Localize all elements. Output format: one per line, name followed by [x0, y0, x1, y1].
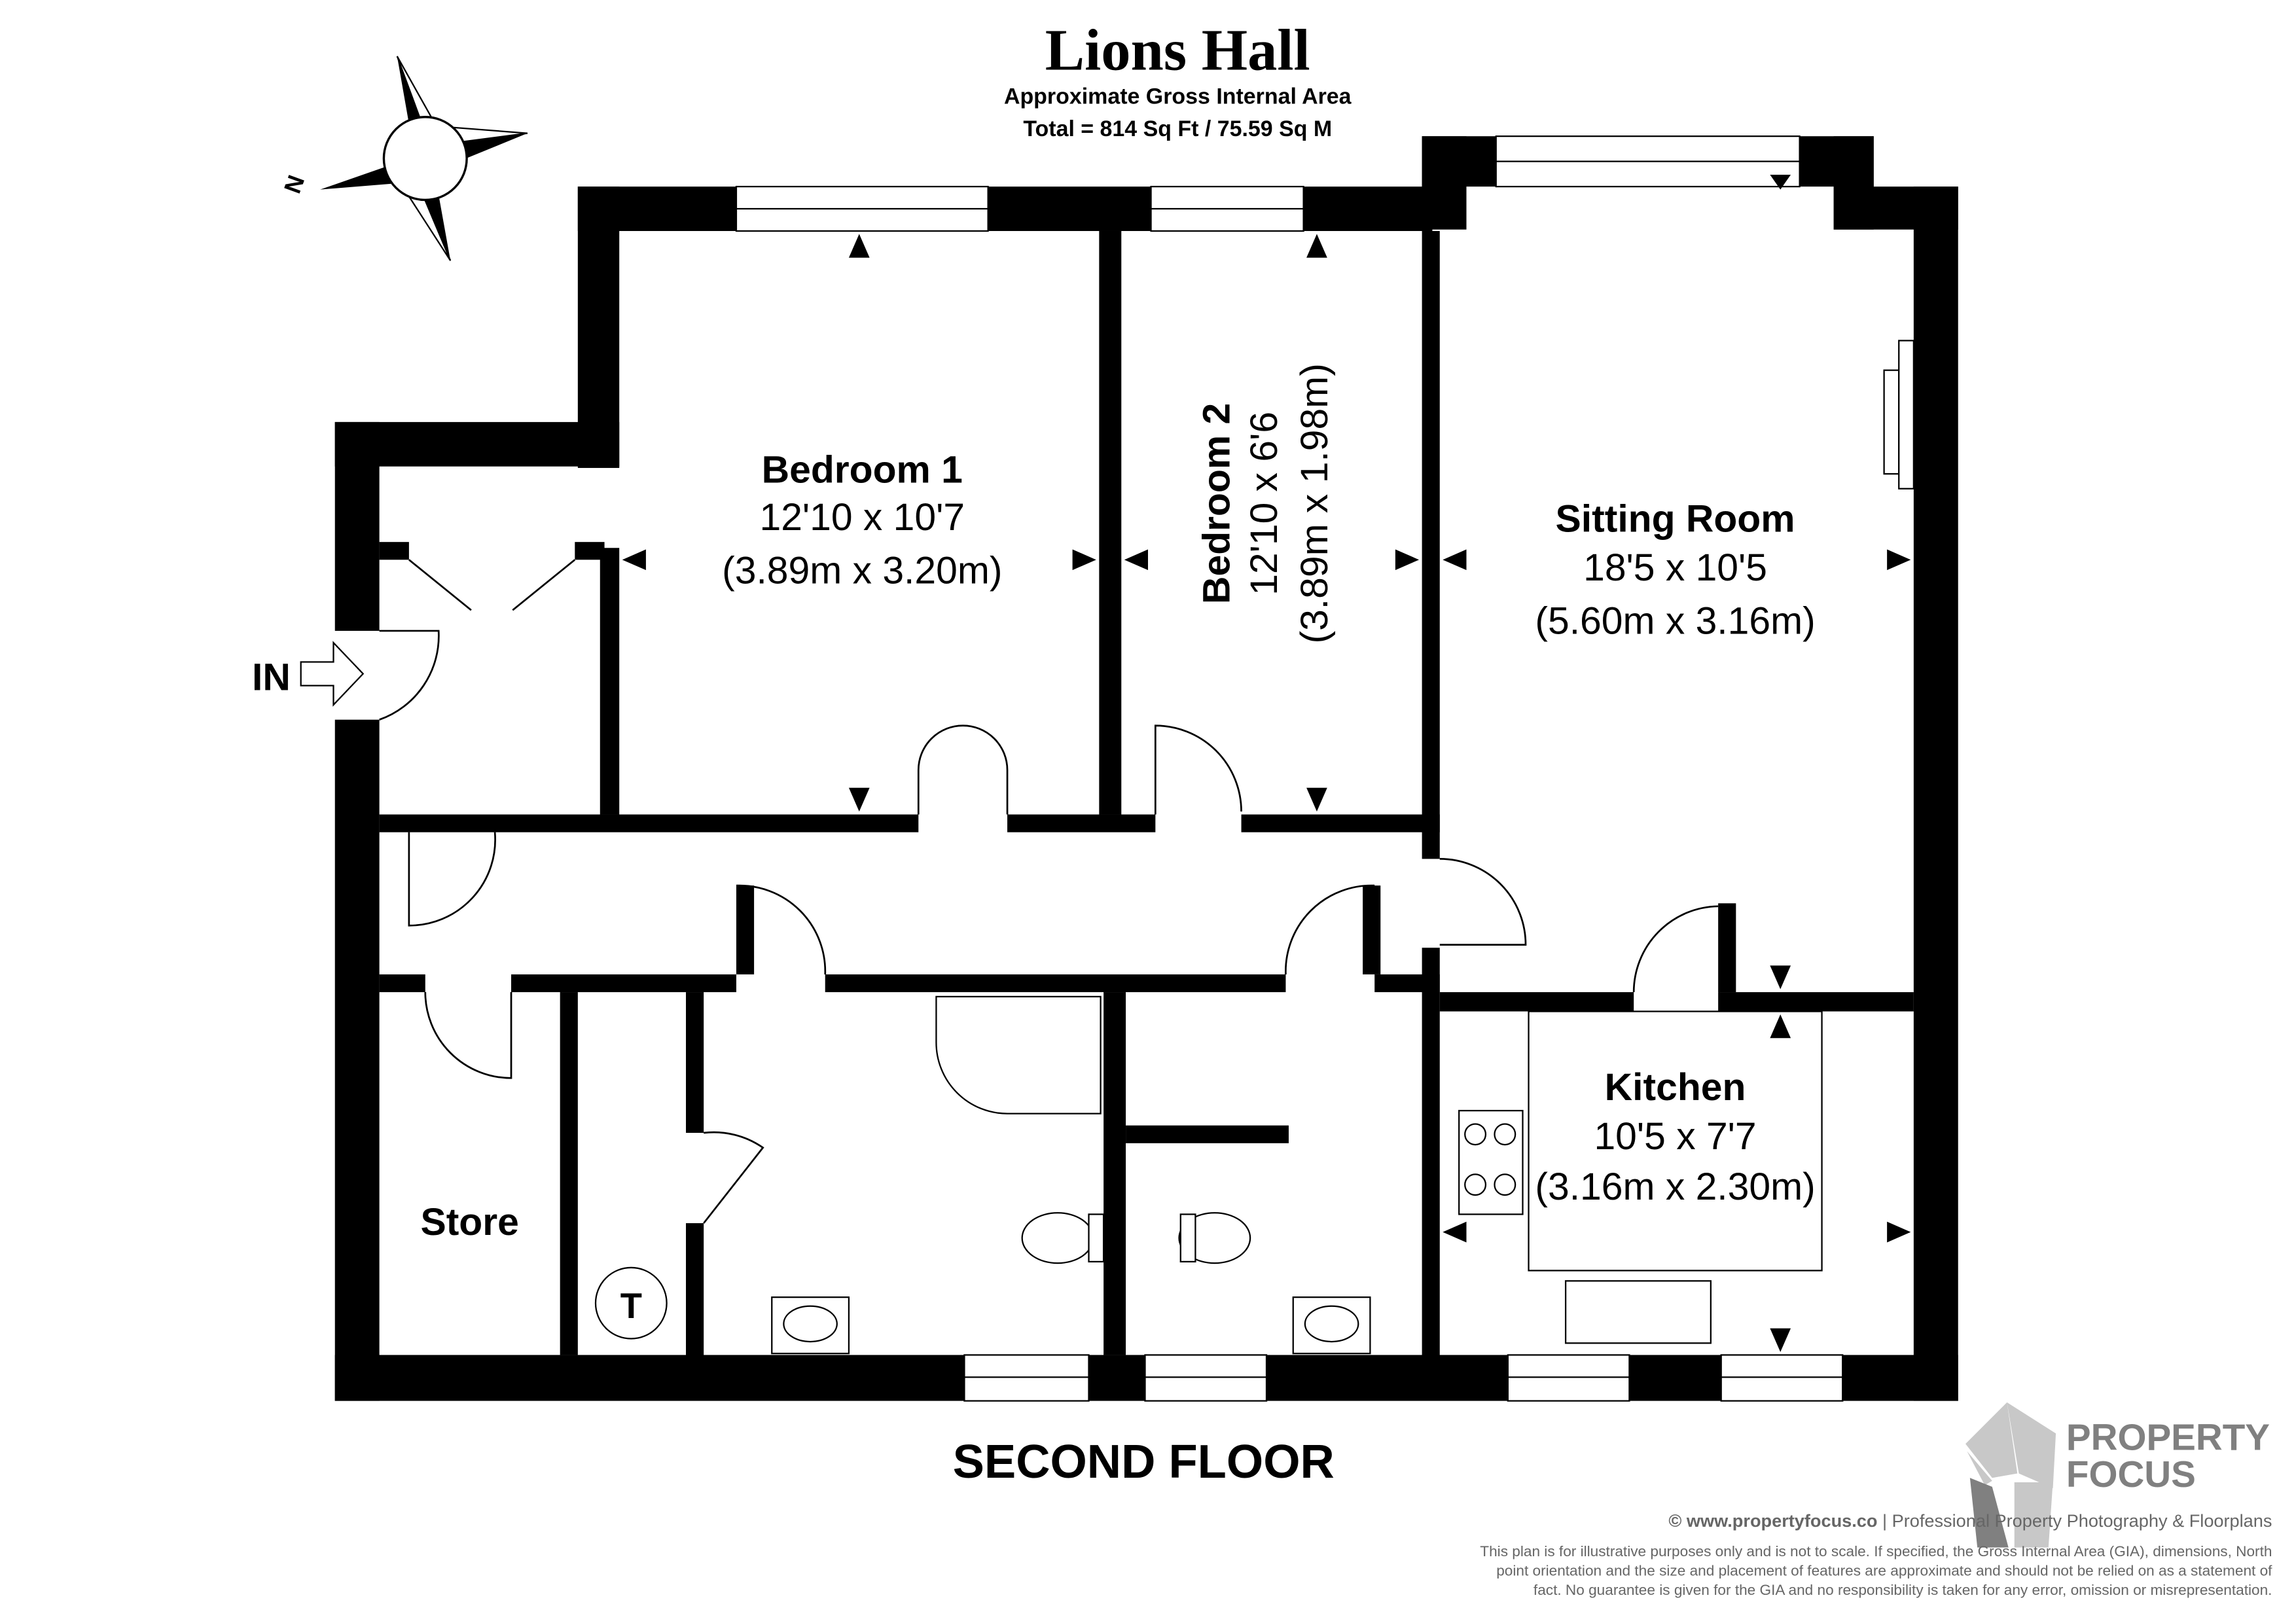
- disclaimer-line: point orientation and the size and place…: [1496, 1563, 2272, 1579]
- bedroom1-imperial: 12'10 x 10'7: [759, 496, 965, 539]
- kitchen-metric: (3.16m x 2.30m): [1535, 1166, 1815, 1208]
- sitting-room-name: Sitting Room: [1556, 497, 1795, 540]
- sink-icon: [1564, 1280, 1712, 1344]
- footer-credit: © www.propertyfocus.co | Professional Pr…: [1668, 1510, 2272, 1531]
- shower-tray: [935, 995, 1102, 1115]
- fixtures: T: [594, 340, 1914, 1355]
- tank-label: T: [620, 1286, 642, 1326]
- windows: [735, 135, 1844, 1402]
- floor-label: SECOND FLOOR: [953, 1435, 1335, 1488]
- store-name: Store: [420, 1201, 518, 1243]
- bedroom1-name: Bedroom 1: [762, 449, 963, 491]
- area-subtitle: Approximate Gross Internal Area: [1004, 84, 1352, 109]
- entrance-label: IN: [252, 656, 291, 698]
- property-focus-logo: PROPERTY FOCUS: [1965, 1402, 2270, 1548]
- kitchen-imperial: 10'5 x 7'7: [1594, 1115, 1756, 1158]
- property-title: Lions Hall: [1045, 16, 1310, 82]
- toilet-icon: [1178, 1212, 1251, 1264]
- sitting-room-metric: (5.60m x 3.16m): [1535, 599, 1815, 642]
- disclaimer-line: fact. No guarantee is given for the GIA …: [1534, 1582, 2272, 1598]
- toilet-icon: [1021, 1212, 1094, 1264]
- bedroom2-imperial: 12'10 x 6'6: [1243, 412, 1285, 596]
- disclaimer-line: This plan is for illustrative purposes o…: [1480, 1543, 2272, 1560]
- footer-site-link[interactable]: © www.propertyfocus.co: [1668, 1510, 1877, 1531]
- entrance-arrow-icon: [300, 641, 365, 707]
- bedroom2-metric: (3.89m x 1.98m): [1293, 363, 1336, 643]
- footer-credit-text: | Professional Property Photography & Fl…: [1877, 1510, 2272, 1531]
- water-tank-icon: [594, 1266, 668, 1340]
- dimension-arrows: [622, 175, 1911, 1352]
- sitting-room-imperial: 18'5 x 10'5: [1583, 546, 1767, 589]
- kitchen-name: Kitchen: [1605, 1066, 1746, 1109]
- logo-line2: FOCUS: [2066, 1454, 2196, 1495]
- bedroom2-name: Bedroom 2: [1195, 403, 1238, 604]
- north-label: N: [279, 171, 310, 197]
- kitchen-island: [1528, 1010, 1823, 1272]
- bedroom1-metric: (3.89m x 3.20m): [722, 550, 1002, 592]
- compass-icon: N: [279, 56, 528, 261]
- logo-line1: PROPERTY: [2066, 1416, 2270, 1457]
- area-total: Total = 814 Sq Ft / 75.59 Sq M: [1023, 116, 1332, 141]
- doors: [379, 559, 1719, 1224]
